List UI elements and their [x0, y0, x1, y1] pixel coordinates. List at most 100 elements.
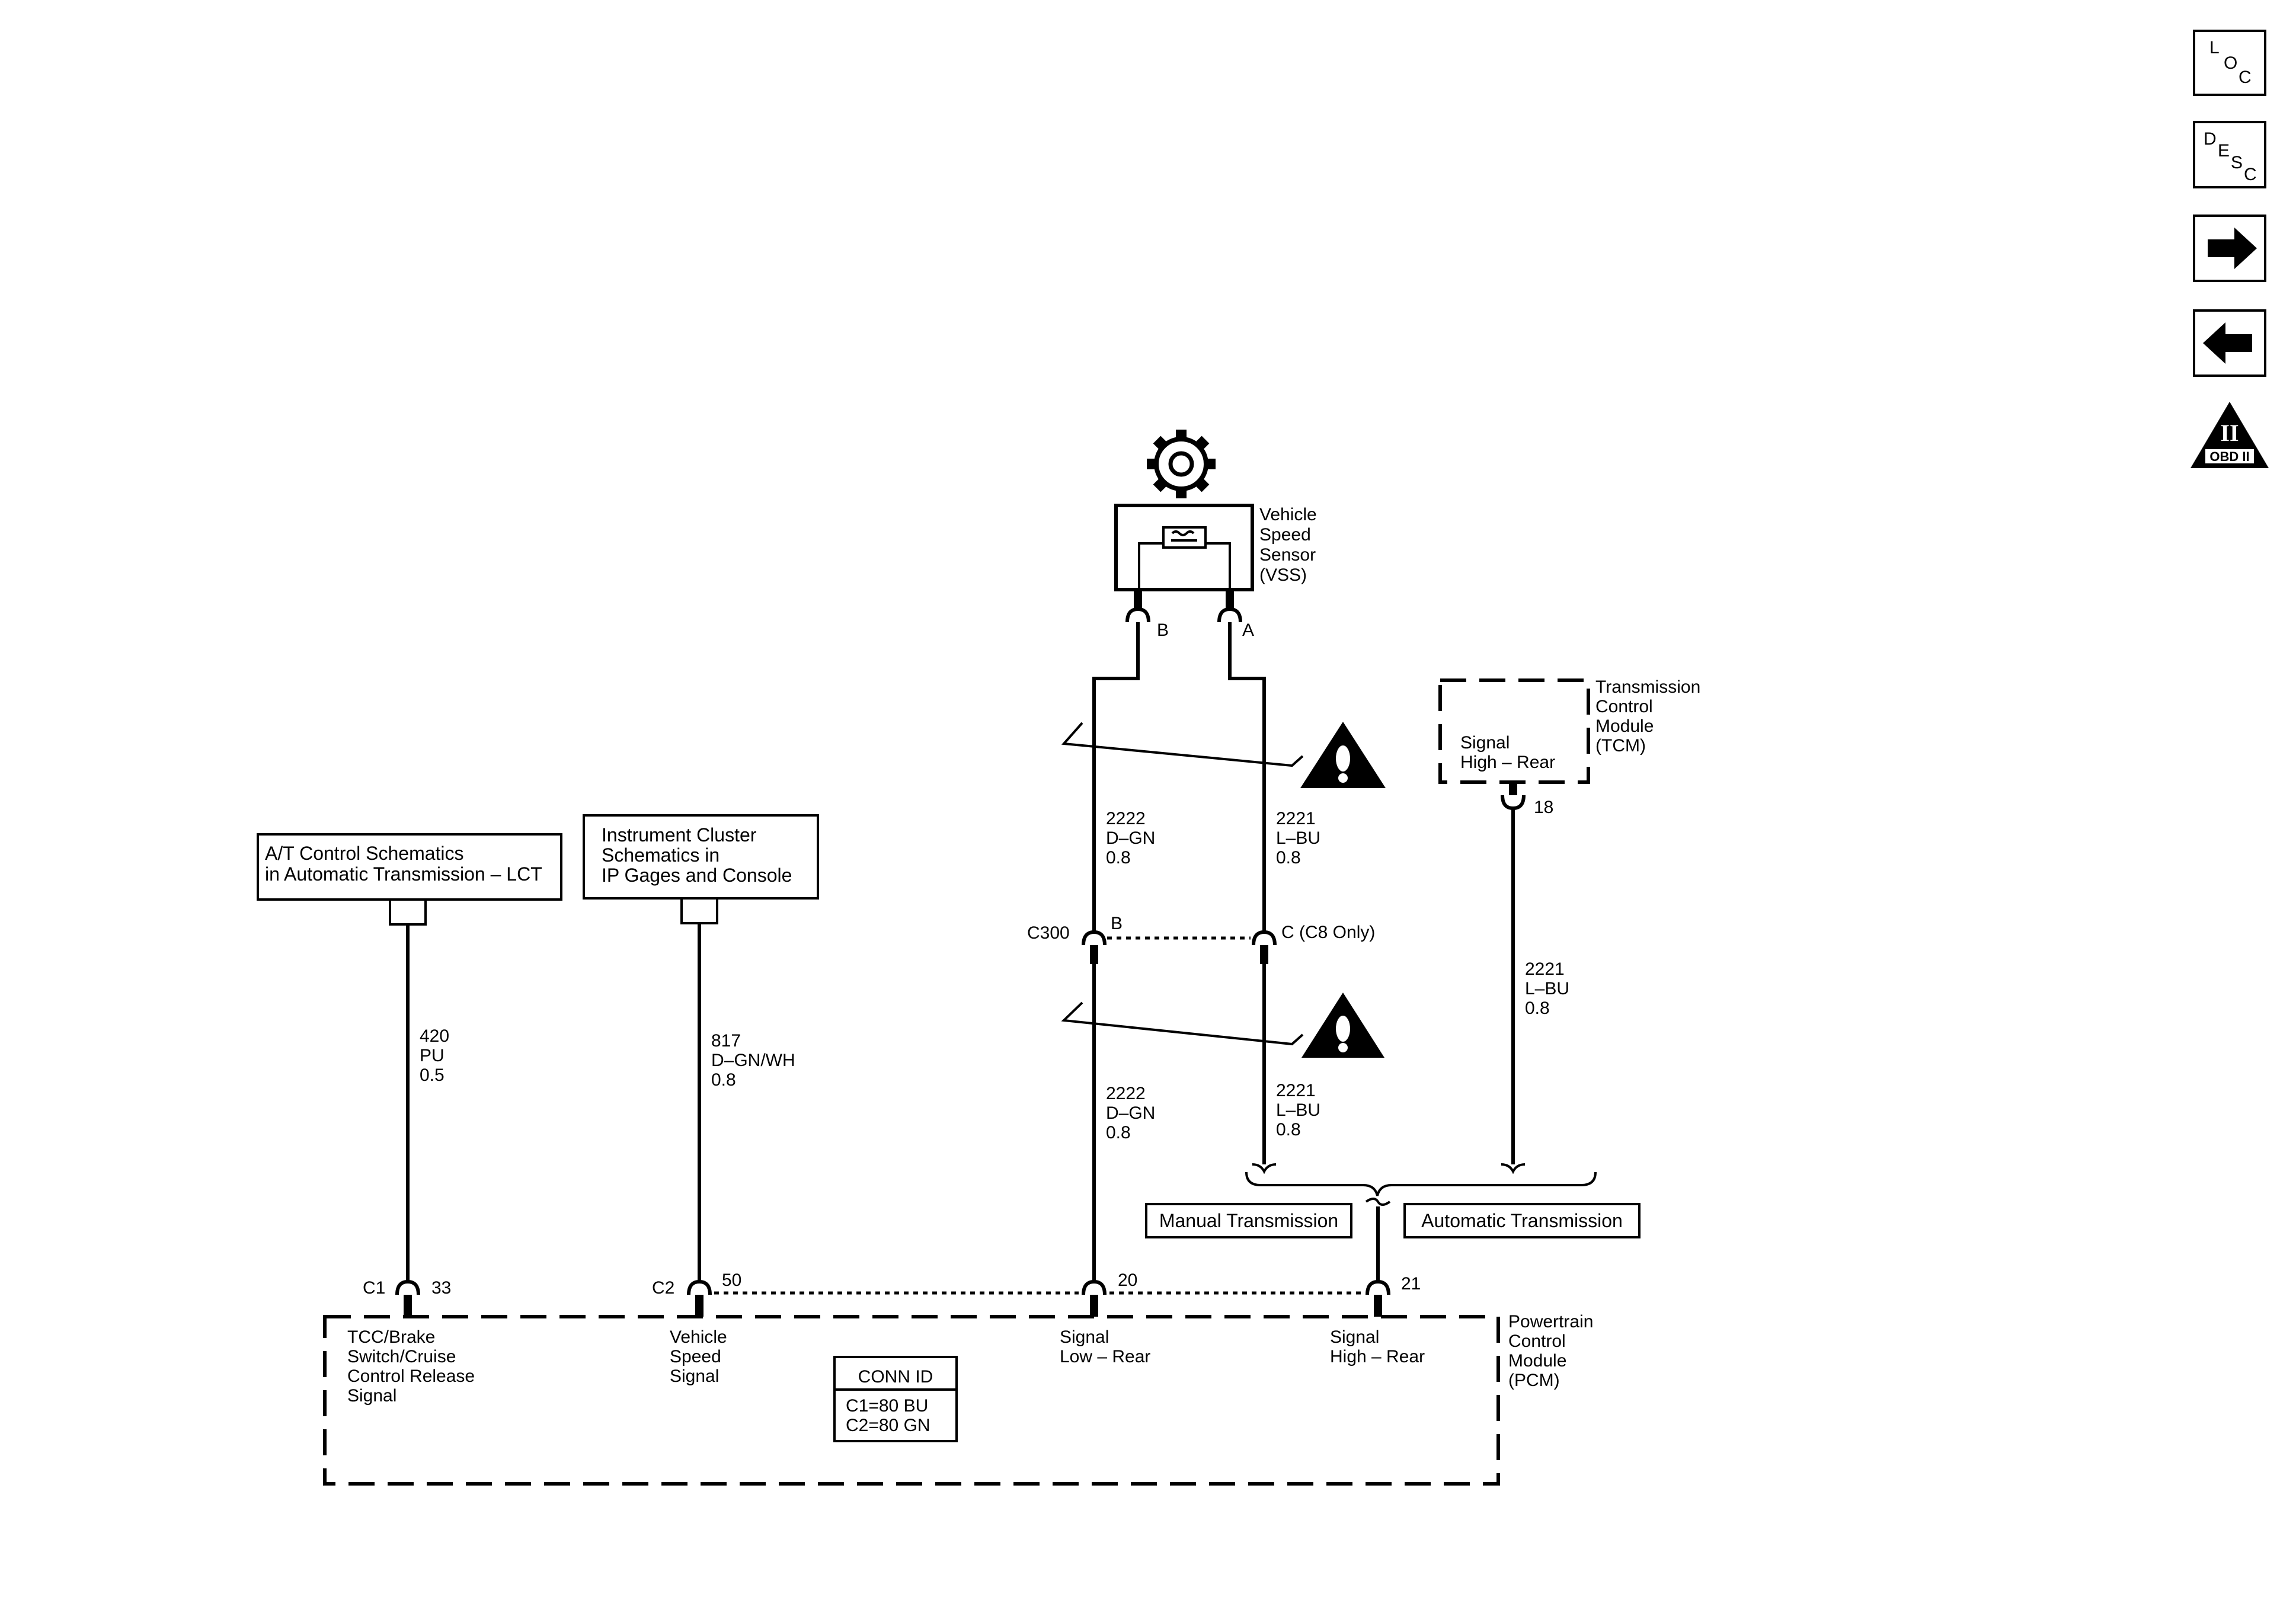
c300-label: C300 [1027, 923, 1070, 943]
wire-label-2222-upper-size: 0.8 [1106, 848, 1131, 868]
conn-id-title: CONN ID [858, 1367, 933, 1387]
obd-numeral: II [2220, 420, 2239, 446]
c300-connector [1082, 930, 1277, 964]
pcm-label-line2: Control [1508, 1331, 1566, 1351]
wire-label-2221-tcm-size: 0.8 [1525, 998, 1550, 1018]
ref-box-at-control[interactable]: A/T Control Schematics in Automatic Tran… [257, 833, 562, 926]
pcm-sig1-line3: Control Release [347, 1366, 475, 1386]
automatic-transmission-option: Automatic Transmission [1403, 1203, 1641, 1238]
vss-label-line1: Vehicle [1259, 505, 1317, 524]
vss-pin-b: B [1157, 620, 1169, 640]
pcm-sig4-line1: Signal [1330, 1327, 1379, 1347]
wire-label-2222-upper-num: 2222 [1106, 809, 1146, 828]
prev-arrow-button[interactable] [2193, 309, 2266, 377]
vss-label-line4: (VSS) [1259, 565, 1307, 585]
desc-letter-c: C [2244, 165, 2257, 184]
pcm-pin-20: 20 [1118, 1270, 1137, 1290]
vss-pin-a: A [1242, 620, 1254, 640]
pcm-label-line3: Module [1508, 1351, 1566, 1371]
wire-label-817-color: D–GN/WH [711, 1051, 795, 1070]
gear-icon [1147, 430, 1216, 498]
wire-2221-upper [1228, 622, 1266, 933]
wire-label-2221-lower-size: 0.8 [1276, 1120, 1301, 1140]
loc-letter-c: C [2239, 68, 2252, 87]
c300-pin-c: C (C8 Only) [1281, 923, 1375, 942]
pcm-sig1-line4: Signal [347, 1386, 396, 1406]
ref-at-line2: in Automatic Transmission – LCT [265, 863, 542, 885]
wire-label-2222-lower-size: 0.8 [1106, 1123, 1131, 1142]
pcm-label-line1: Powertrain [1508, 1312, 1593, 1331]
pcm-sig4-line2: High – Rear [1330, 1347, 1425, 1366]
conn-id-c2: C2=80 GN [846, 1416, 930, 1435]
pcm-sig2-line2: Speed [670, 1347, 721, 1366]
next-arrow-button[interactable] [2193, 215, 2266, 282]
pcm-label-line4: (PCM) [1508, 1371, 1560, 1390]
loc-letter-o: O [2224, 53, 2237, 73]
c300-pin-b: B [1111, 914, 1123, 933]
ref-ic-line3: IP Gages and Console [602, 865, 792, 886]
wire-label-2222-lower-num: 2222 [1106, 1084, 1146, 1103]
wire-label-817-size: 0.8 [711, 1070, 736, 1090]
pcm-sig3-line2: Low – Rear [1060, 1347, 1150, 1366]
tcm-label-line1: Transmission [1595, 677, 1700, 697]
pcm-pin-50: 50 [722, 1270, 741, 1290]
loc-button[interactable]: L O C [2193, 30, 2266, 96]
desc-button[interactable]: D E S C [2193, 121, 2266, 188]
desc-letter-e: E [2218, 141, 2230, 161]
twisted-pair-lower [1061, 1001, 1304, 1046]
wire-label-2221-upper-color: L–BU [1276, 828, 1320, 848]
ref-box-instrument-cluster[interactable]: Instrument Cluster Schematics in IP Gage… [583, 814, 819, 924]
pcm-pin-21: 21 [1401, 1274, 1421, 1294]
desc-letter-s: S [2231, 153, 2243, 172]
manual-transmission-label: Manual Transmission [1159, 1210, 1338, 1231]
conn-id-table: CONN ID C1=80 BU C2=80 GN [833, 1356, 958, 1442]
automatic-transmission-label: Automatic Transmission [1421, 1210, 1623, 1231]
pcm-conn-c2: C2 [652, 1278, 674, 1298]
wire-label-2222-upper-color: D–GN [1106, 828, 1155, 848]
pcm-conn-c1: C1 [363, 1278, 385, 1298]
caution-triangle-icon [1302, 993, 1384, 1058]
twisted-pair-upper [1061, 722, 1304, 767]
wire-label-2221-lower-num: 2221 [1276, 1081, 1316, 1100]
wire-label-817-num: 817 [711, 1031, 741, 1051]
pcm-sig2-line3: Signal [670, 1366, 719, 1386]
pcm-sig1-line2: Switch/Cruise [347, 1347, 456, 1366]
wire-label-420-size: 0.5 [420, 1065, 445, 1085]
pcm-sig3-line1: Signal [1060, 1327, 1109, 1347]
pcm-component [323, 1279, 1500, 1486]
wire-label-2221-upper-num: 2221 [1276, 809, 1316, 828]
pcm-pin-33: 33 [431, 1278, 451, 1298]
manual-transmission-option: Manual Transmission [1145, 1203, 1352, 1238]
pcm-sig2-line1: Vehicle [670, 1327, 727, 1347]
ref-ic-line2: Schematics in [602, 844, 720, 866]
tcm-pin-18: 18 [1534, 798, 1553, 817]
loc-letter-l: L [2209, 38, 2220, 57]
obd-ii-button[interactable]: II OBD II [2191, 402, 2269, 468]
pcm-sig1-line1: TCC/Brake [347, 1327, 435, 1347]
tcm-signal-line2: High – Rear [1460, 753, 1555, 772]
transmission-option-brace [1245, 1163, 1597, 1206]
arrow-left-icon [2203, 322, 2252, 364]
obd-label: OBD II [2209, 449, 2249, 464]
tcm-signal-line1: Signal [1460, 733, 1510, 753]
ref-ic-line1: Instrument Cluster [602, 824, 757, 846]
vss-component [1114, 504, 1254, 623]
conn-id-c1: C1=80 BU [846, 1396, 928, 1416]
wire-label-2222-lower-color: D–GN [1106, 1103, 1155, 1123]
wire-label-420-color: PU [420, 1046, 445, 1065]
wire-label-2221-tcm-num: 2221 [1525, 959, 1565, 979]
wire-2222-upper [1092, 622, 1140, 933]
tcm-label-line2: Control [1595, 697, 1653, 716]
tcm-label-line4: (TCM) [1595, 736, 1646, 756]
tcm-label-line3: Module [1595, 716, 1654, 736]
caution-triangle-icon [1300, 722, 1386, 788]
tcm-component [1438, 678, 1590, 811]
vss-label-line3: Sensor [1259, 545, 1316, 565]
vss-label-line2: Speed [1259, 525, 1311, 545]
wire-label-2221-lower-color: L–BU [1276, 1100, 1320, 1120]
wire-label-2221-tcm-color: L–BU [1525, 979, 1569, 998]
ref-at-line1: A/T Control Schematics [265, 843, 464, 864]
arrow-right-icon [2208, 228, 2257, 269]
wire-label-420-num: 420 [420, 1026, 449, 1046]
wire-label-2221-upper-size: 0.8 [1276, 848, 1301, 868]
